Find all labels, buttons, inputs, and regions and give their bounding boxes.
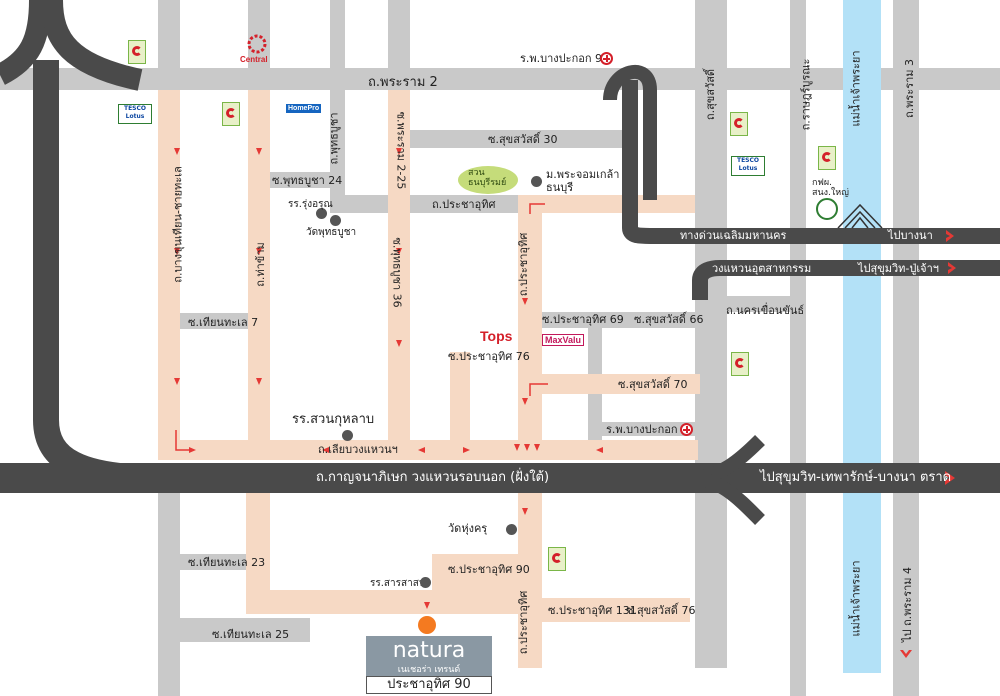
bigc-icon xyxy=(730,112,748,136)
tesco-lotus-logo-2: TESCO Lotus xyxy=(731,156,765,176)
bigc-icon xyxy=(548,547,566,571)
industrial-ring-label: วงแหวนอุตสาหกรรม xyxy=(712,262,812,275)
prachauthit-v-label: ถ.ประชาอุทิศ xyxy=(517,232,531,297)
prachauthit69-label: ซ.ประชาอุทิศ 69 xyxy=(542,313,624,326)
turn-arrows xyxy=(175,203,548,451)
prachauthit-v2-label: ถ.ประชาอุทิศ xyxy=(517,590,531,655)
wat-hungkru-dot xyxy=(506,524,517,535)
bigc-icon xyxy=(222,102,240,126)
industrial-dest-label: ไปสุขุมวิท-ปู่เจ้าฯ xyxy=(858,262,939,275)
thianthale25-label: ซ.เทียนทะเล 25 xyxy=(212,628,290,641)
phutthabucha36-label: ซ.พุทธบูชา 36 xyxy=(390,237,404,308)
bigc-icon xyxy=(731,352,749,376)
central-logo-icon xyxy=(246,34,268,54)
saraswati-label: รร.สารสาสน์ xyxy=(370,578,426,589)
rungarun-dot xyxy=(316,208,327,219)
nakhonkhuean-label: ถ.นครเขื่อนขันธ์ xyxy=(726,304,805,317)
suankularb-label: รร.สวนกุหลาบ xyxy=(292,412,375,427)
suksawat-main-label: ถ.สุขสวัสดิ์ xyxy=(704,68,718,121)
tesco-lotus-logo-1: TESCO Lotus xyxy=(118,104,152,124)
suksawat70-label: ซ.สุขสวัสดิ์ 70 xyxy=(618,378,688,391)
maxvalu-label: MaxValu xyxy=(542,334,585,346)
thianthale23-label: ซ.เทียนทะเล 23 xyxy=(188,556,266,569)
rama4-label: ไป ถ.พระราม 4 xyxy=(901,566,915,643)
river-top-label: แม่น้ำเจ้าพระยา xyxy=(849,50,863,127)
wat-phutthabucha-label: วัดพุทธบูชา xyxy=(306,227,357,238)
project-name-thai: เนเชอร่า เทรนด์ xyxy=(397,665,461,675)
bigc-icon xyxy=(818,146,836,170)
river-bottom-label: แม่น้ำเจ้าพระยา xyxy=(849,560,863,637)
rama2-25-label: ซ.พระราม 2-25 xyxy=(394,111,408,190)
project-marker xyxy=(418,616,436,634)
expressway-label: ทางด่วนเฉลิมมหานคร xyxy=(680,229,787,242)
central-label: Central xyxy=(240,55,268,64)
hospital-icon xyxy=(680,423,693,436)
kanchana-label: ถ.กาญจนาภิเษก วงแหวนรอบนอก (ฝั่งใต้) xyxy=(316,470,550,485)
egat-logo-icon xyxy=(816,198,838,220)
expressway-dest-label: ไปบางนา xyxy=(888,229,933,242)
direction-arrows xyxy=(174,148,603,609)
chao-phraya-river xyxy=(843,0,881,673)
prachauthit131-label: ซ.ประชาอุทิศ 131 xyxy=(548,604,637,617)
hospital-icon xyxy=(600,52,613,65)
prachauthit-h-label: ถ.ประชาอุทิศ xyxy=(432,198,496,211)
saraswati-dot xyxy=(420,577,431,588)
rama3-label: ถ.พระราม 3 xyxy=(903,58,917,119)
tops-label: Tops xyxy=(480,328,513,344)
suksawat66-label: ซ.สุขสวัสดิ์ 66 xyxy=(634,313,704,326)
hosp-bangpakok9-label: ร.พ.บางปะกอก 9 xyxy=(520,52,602,65)
suksawat76-label: ซ.สุขสวัสดิ์ 76 xyxy=(626,604,696,617)
bangkhunthian-label: ถ.บางขุนเทียน-ชายทะเล xyxy=(171,166,185,283)
kmutt-label: ม.พระจอมเกล้า ธนบุรี xyxy=(546,168,620,194)
kanchana-dest-label: ไปสุขุมวิท-เทพารักษ์-บางนา ตราด xyxy=(760,470,952,485)
prachauthit90-label: ซ.ประชาอุทิศ 90 xyxy=(448,563,530,576)
project-name: natura xyxy=(392,638,466,663)
homepro-label: HomePro xyxy=(286,104,322,113)
hosp-bangpakok3-label: ร.พ.บางปะกอก 3 xyxy=(606,423,688,436)
phutthabucha24-label: ซ.พุทธบูชา 24 xyxy=(272,174,343,187)
thakham-label: ถ.ท่าข้าม xyxy=(253,242,267,287)
route-roads xyxy=(158,90,700,668)
thianthale7-label: ซ.เทียนทะเล 7 xyxy=(188,316,259,329)
park-label: สวน ธนบุรีรมย์ xyxy=(468,168,507,188)
ratburana-label: ถ.ราษฎร์บูรณะ xyxy=(799,58,813,131)
liapwongwaen-label: ถ.เลียบวงแหวนฯ xyxy=(318,443,398,456)
project-logo: natura เนเชอร่า เทรนด์ xyxy=(366,636,492,676)
wat-hungkru-label: วัดหุ่งครุ xyxy=(448,522,488,535)
kmutt-dot xyxy=(531,176,542,187)
rungarun-label: รร.รุ่งอรุณ xyxy=(288,199,333,210)
project-location: ประชาอุทิศ 90 xyxy=(366,676,492,694)
suankularb-dot xyxy=(342,430,353,441)
wat-phutthabucha-dot xyxy=(330,215,341,226)
bridge-icon xyxy=(837,203,883,229)
rama2-label: ถ.พระราม 2 xyxy=(368,75,438,90)
prachauthit76-label: ซ.ประชาอุทิศ 76 xyxy=(448,350,530,363)
egat-label: กฟผ. สนง.ใหญ่ xyxy=(812,178,849,198)
suksawat30-label: ซ.สุขสวัสดิ์ 30 xyxy=(488,133,558,146)
bigc-icon xyxy=(128,40,146,64)
park-shape xyxy=(458,166,518,194)
phutthabucha-label: ถ.พุทธบูชา xyxy=(327,112,341,165)
destination-arrows xyxy=(900,230,956,658)
highways xyxy=(0,0,1000,525)
